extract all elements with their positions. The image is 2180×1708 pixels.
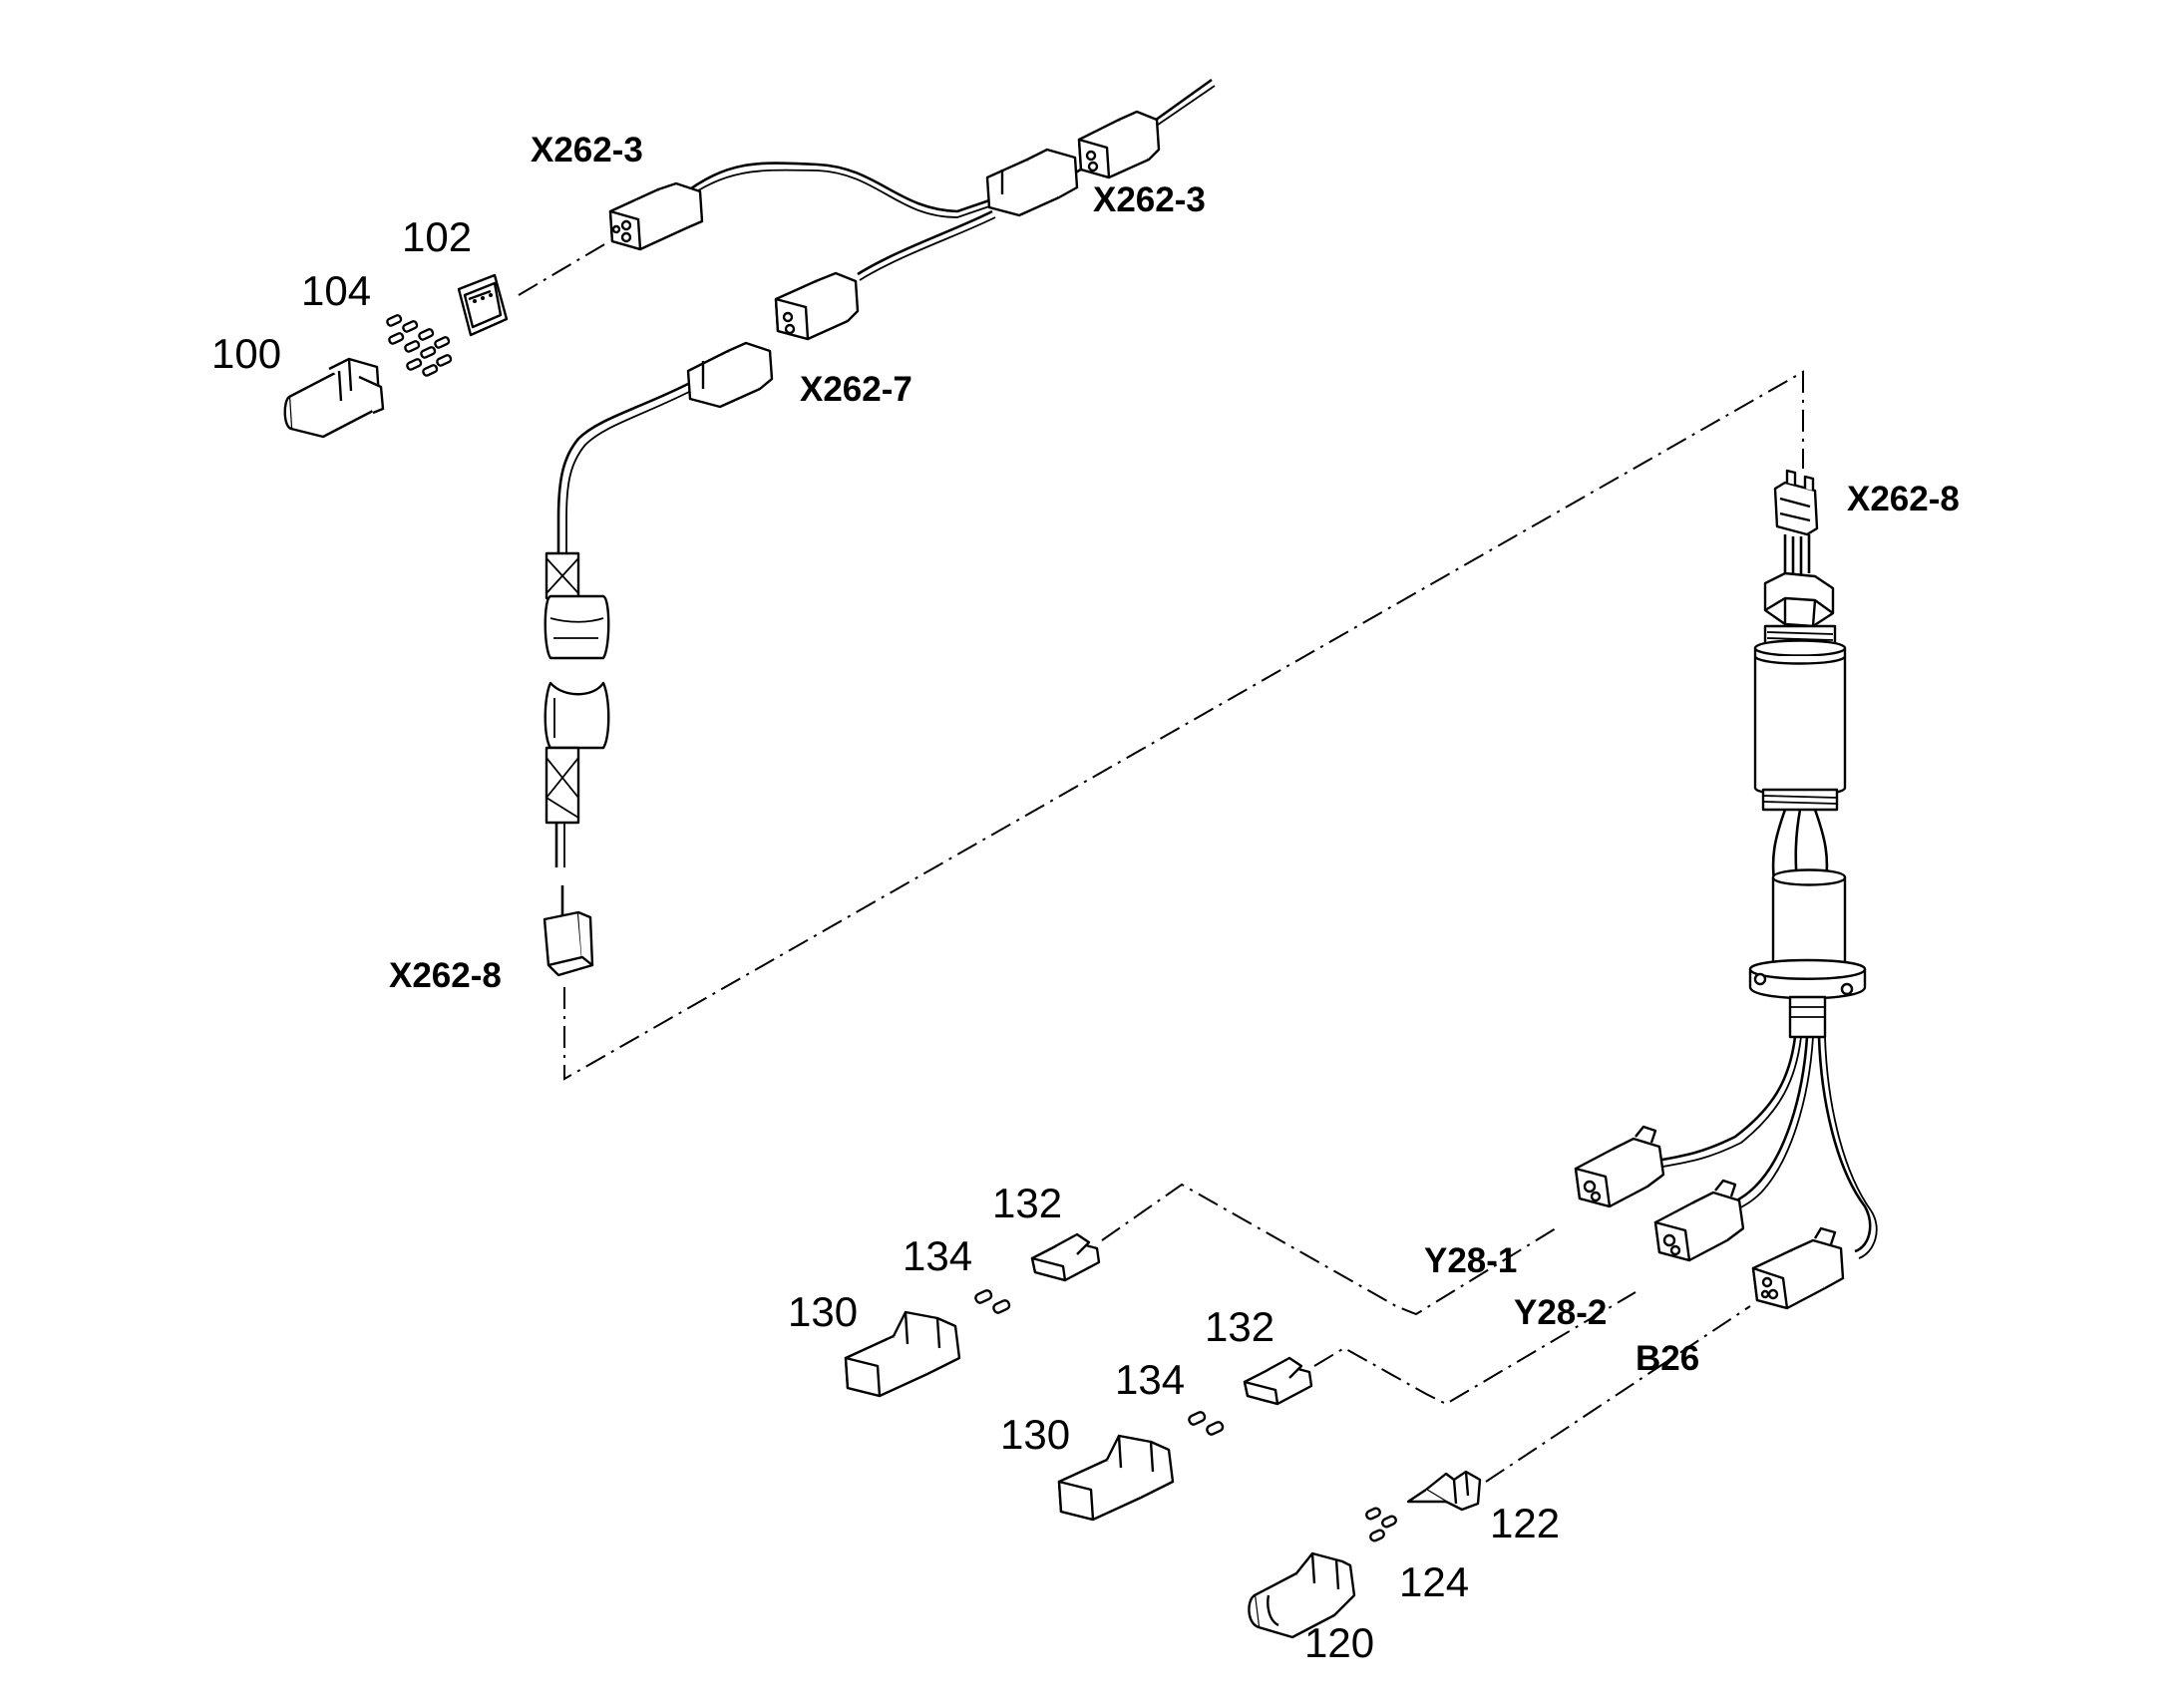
part-130-plug-a xyxy=(844,1310,961,1398)
label-y28-2: Y28-2 xyxy=(1514,1293,1607,1332)
connector-y28-1 xyxy=(1574,1125,1665,1208)
part-number-labels: 100 104 102 132 134 130 132 134 130 122 … xyxy=(211,213,1560,1666)
part-124-pins xyxy=(1365,1507,1397,1542)
part-number-104: 104 xyxy=(301,267,371,314)
label-x262-7: X262-7 xyxy=(800,370,912,409)
label-x262-8-right: X262-8 xyxy=(1847,480,1960,518)
part-number-102: 102 xyxy=(402,213,472,260)
part-number-134-a: 134 xyxy=(903,1232,972,1279)
label-x262-8-left: X262-8 xyxy=(389,956,502,995)
label-x262-3-right: X262-3 xyxy=(1093,180,1206,219)
connector-x262-8-left xyxy=(543,910,594,977)
connector-x262-7 xyxy=(686,271,860,409)
label-y28-1: Y28-1 xyxy=(1424,1241,1517,1280)
part-number-120: 120 xyxy=(1304,1619,1374,1666)
connector-b26 xyxy=(1751,1226,1845,1310)
part-122-wedge xyxy=(1406,1470,1482,1512)
part-132-wedge-b xyxy=(1243,1356,1313,1406)
part-number-130-b: 130 xyxy=(1000,1411,1070,1458)
part-number-100: 100 xyxy=(211,330,281,377)
harness-sleeve xyxy=(544,551,610,825)
connector-x262-3-right xyxy=(985,110,1161,217)
part-120-plug xyxy=(1248,1551,1356,1639)
part-130-plug-b xyxy=(1057,1434,1175,1522)
part-number-124: 124 xyxy=(1399,1558,1469,1605)
label-x262-3-left: X262-3 xyxy=(531,131,643,170)
part-number-132-a: 132 xyxy=(992,1180,1062,1226)
part-102-wedge xyxy=(457,273,509,337)
part-134-pins-b xyxy=(1188,1411,1225,1436)
connector-y28-2 xyxy=(1653,1179,1745,1262)
sensor-assembly xyxy=(1635,469,1878,1259)
leader-lines xyxy=(518,242,1804,1483)
connector-x262-3-left xyxy=(608,181,704,251)
part-number-130-a: 130 xyxy=(788,1288,858,1335)
part-100-plug xyxy=(283,357,385,439)
part-number-132-b: 132 xyxy=(1205,1303,1274,1350)
upper-harness-wiring xyxy=(554,78,1216,919)
label-b26: B26 xyxy=(1635,1339,1699,1378)
part-134-pins-a xyxy=(974,1289,1011,1314)
part-104-pins xyxy=(386,314,453,377)
connector-labels: X262-3 X262-3 X262-7 X262-8 X262-8 Y28-1… xyxy=(389,131,1960,1378)
part-number-134-b: 134 xyxy=(1115,1356,1185,1403)
part-number-122: 122 xyxy=(1490,1500,1560,1546)
part-132-wedge-a xyxy=(1030,1232,1101,1282)
